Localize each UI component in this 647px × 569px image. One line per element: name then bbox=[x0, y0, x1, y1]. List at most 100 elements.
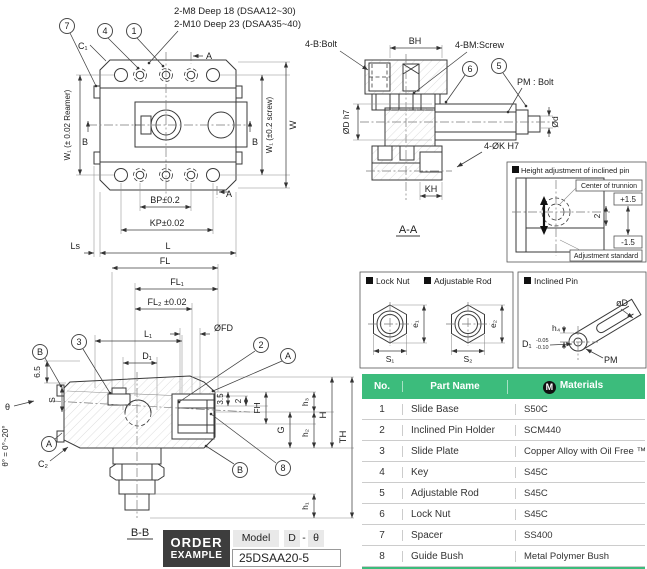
dim-h1: h₁ bbox=[300, 502, 310, 510]
plus-1-5-label: +1.5 bbox=[620, 195, 636, 204]
minus-1-5-label: -1.5 bbox=[621, 238, 635, 247]
svg-text:2: 2 bbox=[258, 340, 263, 350]
balloon-b-top: B bbox=[32, 344, 63, 388]
order-example-line2: EXAMPLE bbox=[170, 550, 223, 562]
lock-nut-rod-box: Lock Nut Adjustable Rod e₁ S₁ e₂ S₂ bbox=[359, 271, 514, 369]
inclined-pin-title: Inclined Pin bbox=[534, 276, 578, 286]
section-b-right-label: B bbox=[252, 137, 258, 147]
dim-ofd: ØFD bbox=[214, 323, 233, 333]
dim-pm: PM bbox=[604, 355, 618, 365]
dim-fl1: FL₁ bbox=[170, 277, 184, 287]
dim-kp: KP±0.02 bbox=[150, 218, 184, 228]
dim-fh: FH bbox=[252, 402, 262, 413]
dim-d1-tol-lower: -0.10 bbox=[536, 345, 549, 351]
height-adjust-title: Height adjustment of inclined pin bbox=[521, 166, 629, 175]
svg-text:7: 7 bbox=[64, 21, 69, 31]
dim-h3: h₃ bbox=[300, 398, 310, 406]
model-code-theta: θ bbox=[308, 530, 324, 547]
section-aa-label: A-A bbox=[399, 224, 418, 236]
adjustable-rod-title: Adjustable Rod bbox=[434, 276, 492, 286]
materials-m-icon: M bbox=[542, 380, 556, 394]
dim-s1: S₁ bbox=[386, 354, 395, 364]
section-a-bottom-label: A bbox=[226, 189, 232, 199]
balloon-5: 5 bbox=[491, 58, 528, 108]
inclined-pin-box: Inclined Pin øD h₄ D₁ -0.05 -0.10 PM bbox=[517, 271, 647, 369]
dim-g: G bbox=[276, 426, 286, 433]
balloon-1: 1 bbox=[126, 23, 165, 68]
note-pm-bolt: PM : Bolt bbox=[517, 77, 554, 87]
section-bb-label: B-B bbox=[131, 527, 149, 539]
balloon-3: 3 bbox=[71, 334, 112, 395]
dim-w1-right: W₁ (±0.2 screw) bbox=[265, 96, 274, 153]
dim-e1: e₁ bbox=[410, 320, 420, 328]
balloon-6: 6 bbox=[444, 61, 478, 104]
dim-od-h7: ØD h7 bbox=[341, 109, 351, 134]
svg-text:A: A bbox=[285, 351, 291, 361]
dim-c1: C₁ bbox=[78, 41, 88, 51]
svg-text:3: 3 bbox=[76, 337, 81, 347]
dim-bp: BP±0.2 bbox=[150, 195, 179, 205]
dim-d1-pin: D₁ bbox=[522, 339, 532, 349]
dim-h2: h₂ bbox=[300, 429, 310, 437]
balloon-2: 2 bbox=[177, 337, 269, 404]
balloon-8: 8 bbox=[209, 412, 291, 476]
svg-text:1: 1 bbox=[131, 26, 136, 36]
svg-text:4: 4 bbox=[102, 26, 107, 36]
col-header-part-name: Part Name bbox=[402, 381, 507, 392]
model-code-d: D bbox=[284, 530, 300, 547]
adjustment-standard-label: Adjustment standard bbox=[574, 253, 638, 260]
svg-text:B: B bbox=[37, 347, 43, 357]
section-a-top-label: A bbox=[206, 51, 212, 61]
balloon-a-top: A bbox=[211, 348, 296, 393]
height-adjustment-inset: Height adjustment of inclined pin Center… bbox=[506, 161, 647, 263]
note-4ok-h7: 4-ØK H7 bbox=[484, 141, 519, 151]
balloon-4: 4 bbox=[97, 23, 140, 70]
dim-6-5: 6.5 bbox=[32, 366, 42, 378]
dim-d1-tol-upper: -0.05 bbox=[536, 338, 549, 344]
dim-h: H bbox=[318, 411, 329, 418]
note-m8: 2-M8 Deep 18 (DSAA12~30) bbox=[174, 6, 296, 17]
dim-w: W bbox=[288, 120, 299, 129]
col-header-no: No. bbox=[373, 381, 391, 392]
dim-l: L bbox=[165, 241, 170, 251]
dim-od-pin: øD bbox=[616, 298, 628, 308]
dim-s: S bbox=[47, 397, 57, 403]
dim-l1: L₁ bbox=[144, 329, 152, 339]
top-view-drawing: A A B B W₁ (± 0.02 Reamer) W₁ (±0.2 scre… bbox=[59, 6, 301, 257]
dim-theta: θ bbox=[5, 402, 10, 412]
dim-fl2: FL₂ ±0.02 bbox=[148, 297, 187, 307]
note-4bm-screw: 4-BM:Screw bbox=[455, 40, 505, 50]
svg-text:B: B bbox=[237, 465, 243, 475]
svg-text:6: 6 bbox=[467, 64, 472, 74]
model-code-dash: - bbox=[302, 532, 306, 544]
dim-kh: KH bbox=[425, 184, 438, 194]
section-b-left-label: B bbox=[82, 137, 88, 147]
dim-th: TH bbox=[338, 431, 349, 444]
dim-fl: FL bbox=[160, 256, 171, 266]
note-4b-bolt: 4-B:Bolt bbox=[305, 39, 338, 49]
dim-d1-bb: D₁ bbox=[142, 351, 152, 361]
section-bb-drawing: FL FL₁ FL₂ ±0.02 L₁ D₁ ØFD 6.5 S bbox=[1, 256, 355, 540]
balloon-7: 7 bbox=[59, 18, 98, 88]
model-label: Model bbox=[233, 530, 279, 547]
svg-text:A: A bbox=[46, 439, 52, 449]
dim-3-5: 3.5 bbox=[216, 393, 225, 405]
note-theta-range: θ° = 0°~20° bbox=[1, 425, 10, 466]
dim-c2: C₂ bbox=[38, 459, 48, 469]
dim-e2: e₂ bbox=[488, 320, 498, 328]
dim-2-adjust: 2 bbox=[593, 213, 602, 218]
balloon-b-bottom: B bbox=[204, 444, 248, 478]
order-example-value: 25DSAA20-5 bbox=[232, 549, 341, 567]
dim-w1-left: W₁ (± 0.02 Reamer) bbox=[63, 89, 72, 160]
note-m10: 2-M10 Deep 23 (DSAA35~40) bbox=[174, 19, 301, 30]
dim-2: 2 bbox=[234, 398, 243, 403]
order-example-line1: ORDER bbox=[170, 534, 223, 550]
